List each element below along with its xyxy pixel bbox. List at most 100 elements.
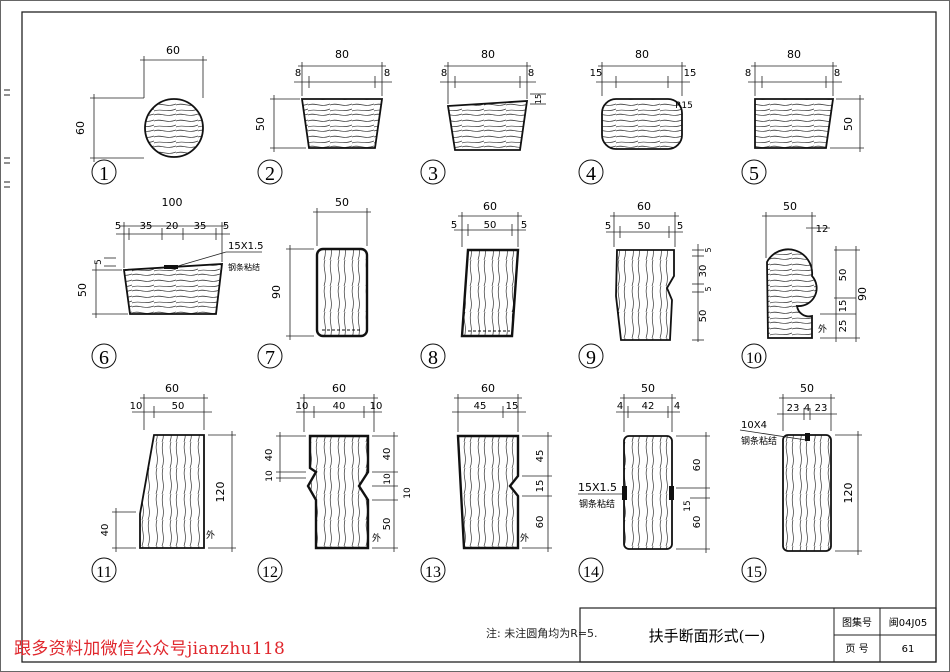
section-11-dim-total: 60 [165,382,179,395]
title-block: 注: 未注圆角均为R=5. 扶手断面形式(一) 图集号 闽04J05 页 号 6… [486,607,937,663]
section-8: 60 5 50 5 8 [420,200,527,369]
section-9: 60 5 50 5 5 30 5 50 9 [578,200,713,369]
section-13-profile [456,434,520,550]
section-13-dim-total: 60 [481,382,495,395]
section-8-dim-mid: 50 [484,220,497,231]
section-13: 60 45 15 45 15 60 外 13 [420,382,552,583]
section-9-dim-mid: 50 [638,221,651,232]
section-14-profile [623,435,673,550]
section-9-dim-lower: 50 [698,310,709,323]
section-11-dim-lower: 40 [100,524,111,537]
section-9-number-circle [578,343,604,369]
section-11-outside-label: 外 [206,529,215,541]
section-3-dim-width: 80 [481,48,495,61]
section-8-dim-total: 60 [483,200,497,213]
section-15-steel-strip [805,433,810,441]
section-10-dim-lower: 25 [838,320,849,333]
section-12: 60 10 40 10 40 10 40 10 10 50 外 12 [257,382,413,583]
section-13-outside-label: 外 [520,532,529,544]
section-15-dim-right: 23 [815,403,828,414]
section-12-number-circle [257,557,283,583]
section-6: 100 5 35 20 35 5 5 50 15X1.5 钢条粘结 6 [76,196,263,369]
section-1-dim-height: 60 [74,121,87,135]
section-12-dim-right-upper: 40 [382,448,393,461]
section-12-dim-total: 60 [332,382,346,395]
section-14-dim-left: 4 [617,401,623,412]
section-6-dim-a: 5 [115,221,121,232]
section-11-dim-height: 120 [214,482,227,503]
section-2: 80 8 8 50 2 [254,48,392,185]
section-12-dim-notch-b: 10 [403,487,413,499]
section-5-dim-right: 8 [834,68,840,79]
section-4-number-circle [578,159,604,185]
section-6-dim-c: 20 [166,221,179,232]
section-7-profile [315,247,369,338]
section-3-number-circle [420,159,446,185]
section-10-outside-label: 外 [818,323,827,335]
section-11-number-circle [91,557,117,583]
section-8-dim-right: 5 [521,220,527,231]
section-15-dim-strip: 4 [804,403,810,414]
section-15-profile [782,434,832,552]
atlas-number: 闽04J05 [889,616,927,629]
section-3-dim-right: 8 [528,68,534,79]
section-10-dim-mid: 15 [838,300,849,313]
section-11-number: 11 [96,564,111,581]
section-6-dim-step: 5 [94,259,104,265]
section-5: 80 8 8 50 5 [741,48,864,185]
section-14-dim-upper: 60 [692,459,703,472]
section-13-dim-notch: 15 [535,480,546,493]
section-15-dim-height: 120 [842,483,855,504]
section-5-number: 5 [749,163,759,185]
section-1: 60 60 1 [74,44,207,185]
section-9-number: 9 [586,347,596,369]
section-13-dim-wide: 45 [474,401,487,412]
general-note: 注: 未注圆角均为R=5. [486,626,598,640]
section-15-callout: 10X4 [741,420,767,431]
section-12-number: 12 [262,564,278,581]
section-4-dim-right: 15 [684,68,697,79]
section-3-number: 3 [428,163,438,185]
section-14-dim-right: 4 [674,401,680,412]
section-3: 80 8 8 15 3 [420,48,546,185]
section-14-number-circle [578,557,604,583]
section-6-dim-height: 50 [76,283,89,297]
section-4-profile [601,98,683,150]
section-14-dim-lower: 60 [692,516,703,529]
section-6-number-circle [91,343,117,369]
section-8-dim-left: 5 [451,220,457,231]
section-12-dim-lower: 50 [382,518,393,531]
section-10-number-circle [741,343,767,369]
page-number: 61 [902,644,915,655]
section-4-dim-radius: R15 [675,101,693,111]
section-15-number: 15 [746,564,762,581]
section-13-dim-narrow: 15 [506,401,519,412]
section-5-dim-width: 80 [787,48,801,61]
section-6-dim-total: 100 [162,196,183,209]
section-9-dim-upper: 30 [698,265,709,278]
section-9-dim-top-step: 5 [704,247,713,252]
section-8-number-circle [420,343,446,369]
section-14-callout-note: 钢条粘结 [579,498,615,510]
section-15-number-circle [741,557,767,583]
section-9-dim-left: 5 [605,221,611,232]
section-5-number-circle [741,159,767,185]
section-10-dim-width: 50 [783,200,797,213]
section-12-dim-right: 10 [370,401,383,412]
section-5-dim-height: 50 [842,117,855,131]
section-6-dim-e: 5 [223,221,229,232]
section-6-dim-d: 35 [194,221,207,232]
section-10-number: 10 [746,350,762,367]
section-12-dim-notch-a: 10 [383,473,393,485]
section-12-dim-left: 10 [296,401,309,412]
section-11-dim-width: 50 [172,401,185,412]
section-11-dim-offset: 10 [130,401,143,412]
section-7-number: 7 [265,347,275,369]
drawing-title: 扶手断面形式(一) [649,627,766,645]
section-2-dim-left: 8 [295,68,301,79]
section-13-dim-upper: 45 [535,450,546,463]
section-6-dim-b: 35 [140,221,153,232]
section-10-dim-upper: 50 [838,269,849,282]
section-7-number-circle [257,343,283,369]
